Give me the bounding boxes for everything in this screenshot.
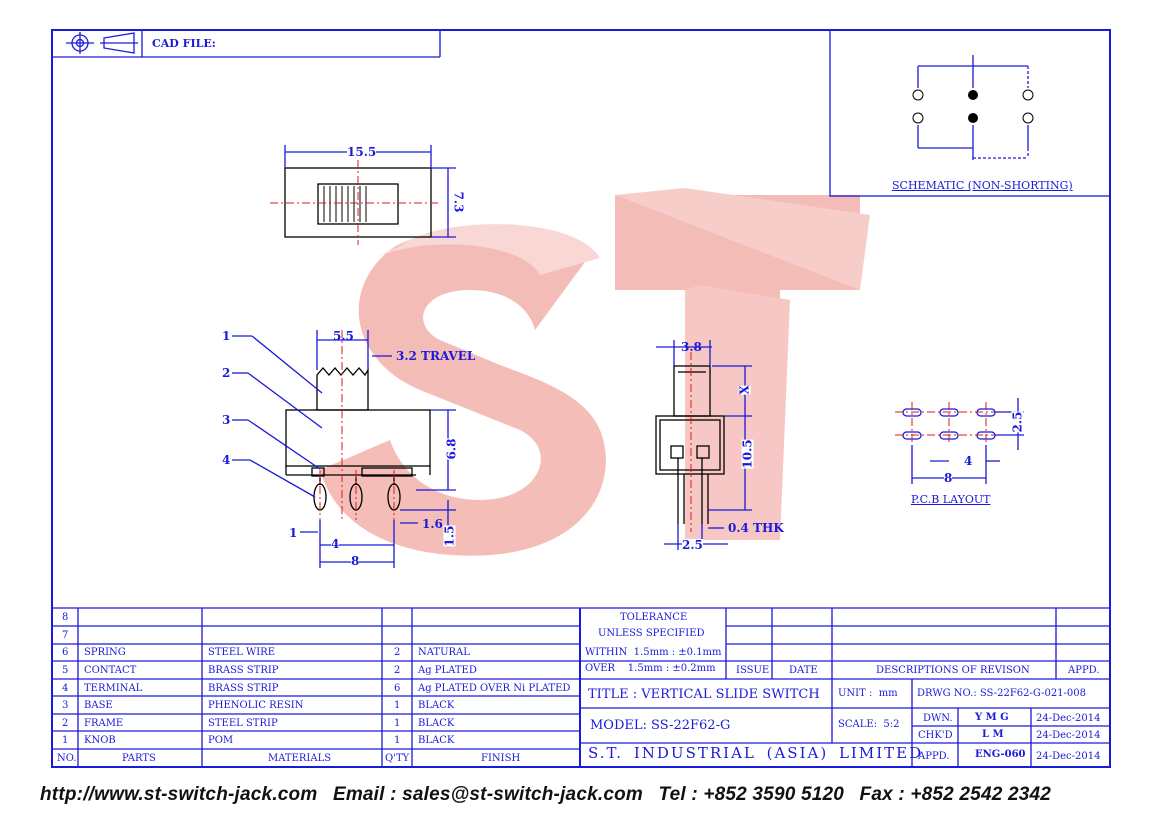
row-material: BRASS STRIP (208, 683, 279, 694)
chkd-label: CHK'D (918, 730, 953, 741)
row-part: FRAME (84, 718, 124, 729)
chkd-date: 24-Dec-2014 (1036, 730, 1101, 741)
dim-5-5: 5.5 (333, 329, 354, 343)
drawing-number: DRWG NO.: SS-22F62-G-021-008 (917, 688, 1087, 699)
chkd-initials: L M (982, 729, 1004, 740)
dim-8: 8 (351, 554, 360, 568)
issue-label: ISSUE (736, 665, 770, 676)
email-text[interactable]: Email : sales@st-switch-jack.com (332, 784, 644, 805)
row-no: 7 (62, 630, 69, 641)
row-material: STEEL WIRE (208, 647, 275, 658)
dim-3-8: 3.8 (681, 340, 702, 354)
st-watermark (320, 188, 870, 556)
row-no: 5 (62, 665, 69, 676)
row-finish: BLACK (418, 718, 455, 729)
dim-x: X (737, 385, 752, 395)
tolerance-label: TOLERANCE (620, 612, 688, 623)
row-finish: BLACK (418, 735, 455, 746)
tolerance-sub: UNLESS SPECIFIED (598, 628, 705, 639)
dim-1-6: 1.6 (422, 517, 443, 531)
dim-6-8: 6.8 (444, 438, 459, 460)
row-no: 1 (62, 735, 69, 746)
row-part: KNOB (84, 735, 116, 746)
pcb-dim-8: 8 (944, 471, 953, 485)
row-part: SPRING (84, 647, 126, 658)
callout-3: 3 (222, 413, 231, 427)
row-part: CONTACT (84, 665, 137, 676)
row-part: BASE (84, 700, 113, 711)
row-part: TERMINAL (84, 683, 143, 694)
date-label: DATE (789, 665, 818, 676)
dim-10-5: 10.5 (740, 439, 755, 469)
row-no: 6 (62, 647, 69, 658)
schematic-label: SCHEMATIC (NON-SHORTING) (892, 179, 1073, 192)
tolerance-within: WITHIN 1.5mm : ±0.1mm (585, 647, 722, 658)
row-qty: 6 (394, 683, 401, 694)
row-qty: 2 (394, 647, 401, 658)
callout-1: 1 (222, 329, 231, 343)
header-finish: FINISH (481, 753, 521, 764)
row-no: 4 (62, 683, 69, 694)
appd2-label: APPD. (918, 751, 950, 762)
header-no: NO. (57, 753, 77, 764)
appd-date: 24-Dec-2014 (1036, 751, 1101, 762)
appd-label: APPD. (1068, 665, 1100, 676)
drawing-title: TITLE : VERTICAL SLIDE SWITCH (588, 687, 820, 702)
appd-initials: ENG-060 (975, 749, 1026, 760)
pcb-label: P.C.B LAYOUT (911, 493, 991, 506)
top-view (270, 145, 456, 245)
row-material: STEEL STRIP (208, 718, 278, 729)
dwn-label: DWN. (923, 713, 953, 724)
dim-7-3: 7.3 (451, 191, 466, 213)
row-qty: 1 (394, 700, 401, 711)
row-no: 3 (62, 700, 69, 711)
company-name: S.T. INDUSTRIAL (ASIA) LIMITED (588, 744, 924, 762)
pcb-dim-4: 4 (964, 454, 973, 468)
phone-text: Tel : +852 3590 5120 (658, 784, 845, 805)
row-finish: NATURAL (418, 647, 470, 658)
unit-label: UNIT : mm (838, 688, 898, 699)
row-qty: 1 (394, 735, 401, 746)
dwn-date: 24-Dec-2014 (1036, 713, 1101, 724)
dim-travel: 3.2 TRAVEL (396, 349, 476, 363)
header-parts: PARTS (122, 753, 156, 764)
fax-text: Fax : +852 2542 2342 (859, 784, 1052, 805)
row-no: 8 (62, 612, 69, 623)
dim-1-5: 1.5 (442, 525, 457, 547)
dim-1: 1 (289, 526, 298, 540)
schematic-diagram (912, 55, 1034, 160)
row-material: PHENOLIC RESIN (208, 700, 304, 711)
model-label: MODEL: SS-22F62-G (590, 718, 731, 733)
row-finish: BLACK (418, 700, 455, 711)
scale-label: SCALE: 5:2 (838, 719, 900, 730)
pcb-dim-2-5: 2.5 (1010, 411, 1025, 433)
dim-15-5: 15.5 (347, 145, 377, 159)
contact-footer: http://www.st-switch-jack.com Email : sa… (40, 784, 1061, 806)
callout-2: 2 (222, 366, 231, 380)
dwn-initials: Y M G (975, 712, 1009, 723)
row-finish: Ag PLATED (418, 665, 477, 676)
row-qty: 2 (394, 665, 401, 676)
cad-file-label: CAD FILE: (152, 37, 216, 50)
row-material: POM (208, 735, 234, 746)
tolerance-over: OVER 1.5mm : ±0.2mm (585, 663, 716, 674)
revision-desc-label: DESCRIPTIONS OF REVISON (876, 665, 1030, 676)
pcb-layout (895, 398, 1024, 484)
website-link[interactable]: http://www.st-switch-jack.com (40, 784, 318, 805)
row-no: 2 (62, 718, 69, 729)
schematic-box (829, 29, 1111, 197)
row-material: BRASS STRIP (208, 665, 279, 676)
parts-table-grid (52, 607, 1110, 767)
header-qty: Q'TY (385, 753, 410, 764)
callout-4: 4 (222, 453, 231, 467)
dim-0-4-thk: 0.4 THK (728, 521, 784, 535)
dim-2-5-side: 2.5 (682, 538, 703, 552)
projection-symbol-icon (66, 32, 138, 54)
header-materials: MATERIALS (268, 753, 332, 764)
dim-4: 4 (331, 537, 340, 551)
row-finish: Ag PLATED OVER Ni PLATED (418, 683, 571, 694)
row-qty: 1 (394, 718, 401, 729)
